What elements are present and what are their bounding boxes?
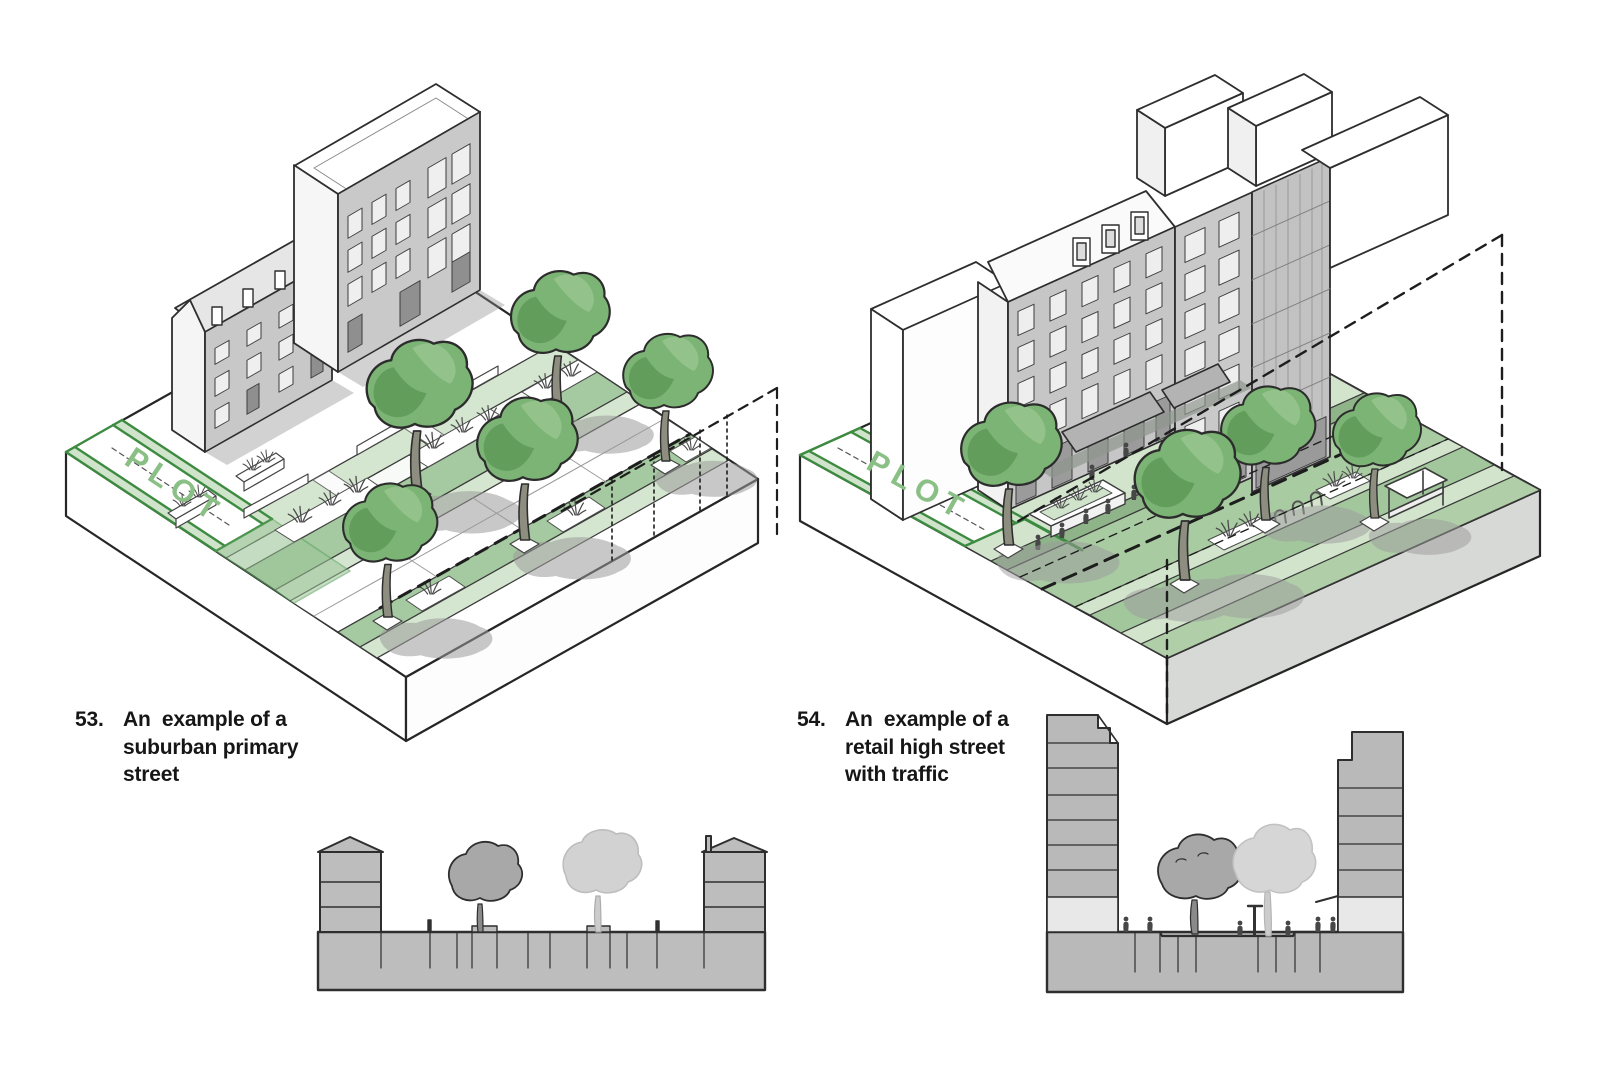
slab-joints <box>1134 932 1321 973</box>
section-building-right <box>1315 731 1404 933</box>
figure-caption-text: An example of a retail high street with … <box>845 708 1009 787</box>
apartment-gable <box>293 164 339 373</box>
figure-number: 54. <box>797 708 826 731</box>
penthouse-box <box>1136 74 1244 197</box>
plot-edge-band <box>66 447 225 551</box>
dormer-windows <box>1072 211 1149 267</box>
section-high-street <box>1045 714 1405 994</box>
axonometric-high-street: PLOT <box>798 73 1542 726</box>
section-tree-light <box>562 829 643 933</box>
section-tree-light <box>1232 823 1317 937</box>
section-tree-dark <box>447 840 524 933</box>
section-plane-dashes <box>1008 233 1504 720</box>
section-building-left <box>317 836 384 933</box>
ground-slab <box>316 930 767 992</box>
figure-caption-text: An example of a suburban primary street <box>123 708 299 787</box>
section-building-right <box>701 835 768 933</box>
background-slab-building <box>1301 96 1449 269</box>
plot-centre-dashes <box>111 447 233 528</box>
building-shadow <box>338 290 505 387</box>
shopfront-shadow <box>1040 380 1252 478</box>
section-tree-dark <box>1157 833 1243 935</box>
apartment-building <box>293 83 481 374</box>
bus-shelter <box>1384 467 1448 519</box>
section-suburban-street <box>316 829 768 992</box>
ground-slab <box>1045 930 1405 994</box>
section-plane-dashes <box>378 386 779 610</box>
section-lamp-post <box>1246 904 1264 936</box>
plot-edge-band <box>113 420 272 524</box>
plot-parcel <box>64 418 351 604</box>
figure-caption-53: 53. An example of a suburban primary str… <box>75 706 313 789</box>
section-kerbs <box>427 919 660 933</box>
slab-joints <box>380 931 705 969</box>
terrace-gable <box>171 299 206 453</box>
building-shadow <box>205 380 354 465</box>
section-building-left <box>1046 714 1119 933</box>
axonometric-suburban-street: PLOT <box>64 83 779 743</box>
street-surface <box>1116 930 1340 938</box>
figure-caption-54: 54. An example of a retail high street w… <box>797 706 1035 789</box>
shop-awnings <box>1061 363 1231 453</box>
plot-extension <box>215 518 351 604</box>
figure-number: 53. <box>75 708 104 731</box>
